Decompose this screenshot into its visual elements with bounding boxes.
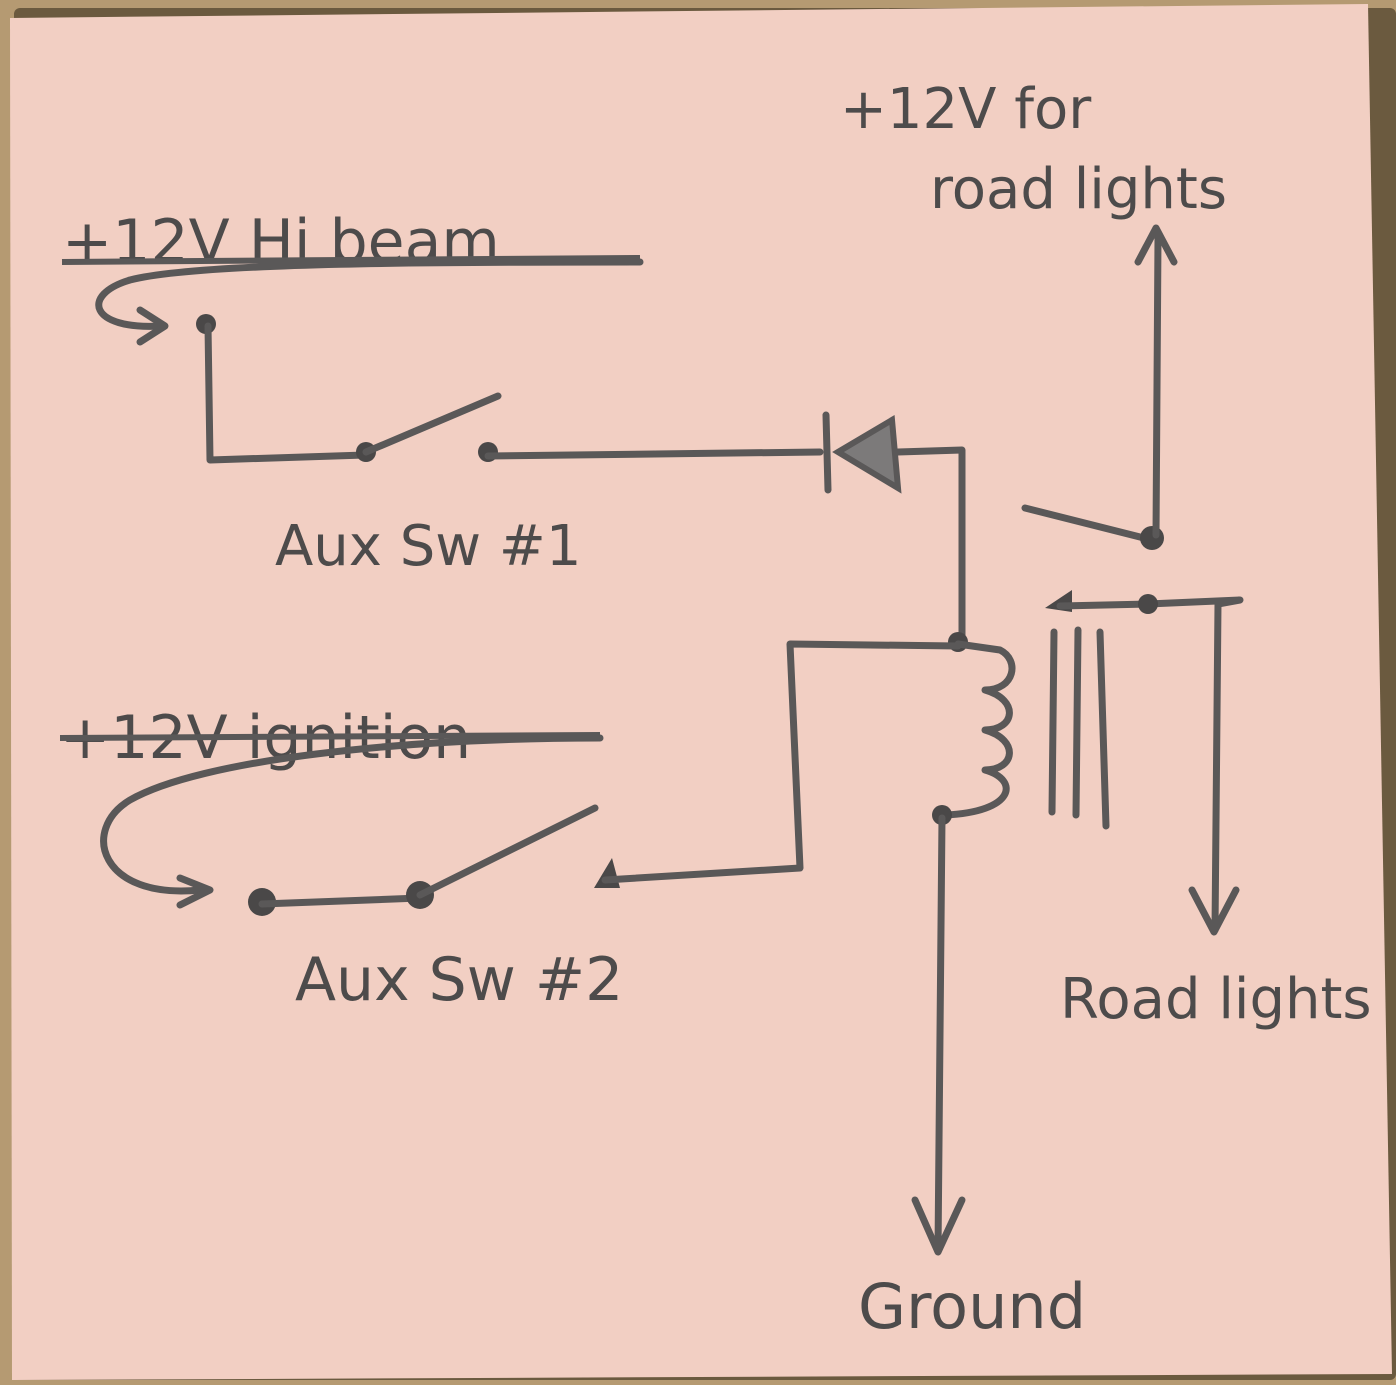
ignition-underline bbox=[59, 732, 601, 741]
ignition-arrow-icon bbox=[176, 874, 214, 909]
aux-sw-1-blade bbox=[362, 392, 502, 456]
road-lights-label: Road lights bbox=[1060, 967, 1372, 1032]
sticky-note-paper bbox=[10, 4, 1392, 1380]
ground-label: Ground bbox=[858, 1270, 1086, 1343]
hi-beam-arrow-icon bbox=[136, 306, 169, 346]
relay-contact-arm bbox=[1021, 504, 1156, 544]
diode-bar-icon bbox=[822, 411, 832, 494]
hi-beam-feed-wire bbox=[95, 258, 644, 330]
ground-arrow-icon bbox=[911, 1196, 966, 1256]
power-label-line2: road lights bbox=[930, 157, 1227, 222]
relay-core-line-3 bbox=[1096, 628, 1110, 830]
ignition-feed-wire bbox=[100, 734, 604, 895]
ground-wire bbox=[934, 814, 946, 1254]
relay-core-line-2 bbox=[1072, 626, 1082, 819]
power-feed-wire bbox=[1152, 234, 1162, 539]
aux-sw-1-to-diode-wire bbox=[484, 448, 824, 460]
aux-sw-1-label: Aux Sw #1 bbox=[275, 514, 581, 579]
diode-to-coil-wire bbox=[894, 446, 966, 644]
relay-core-line-1 bbox=[1048, 628, 1058, 816]
power-arrow-icon bbox=[1134, 224, 1178, 266]
relay-coil-icon bbox=[941, 640, 1016, 819]
road-lights-wire bbox=[1056, 596, 1244, 934]
relay-no-terminal bbox=[1138, 594, 1158, 614]
road-lights-arrow-icon bbox=[1188, 886, 1240, 936]
power-label-line1: +12V for bbox=[840, 77, 1092, 142]
aux-sw-2-blade bbox=[416, 804, 599, 899]
aux-sw-2-label: Aux Sw #2 bbox=[295, 945, 623, 1015]
diode-triangle-icon bbox=[832, 414, 902, 494]
aux-sw-1-input-wire bbox=[204, 322, 369, 464]
aux-sw-2-to-coil-wire bbox=[601, 640, 962, 884]
relay-common-terminal bbox=[1140, 526, 1164, 550]
aux-sw-2-input-wire bbox=[258, 894, 424, 908]
